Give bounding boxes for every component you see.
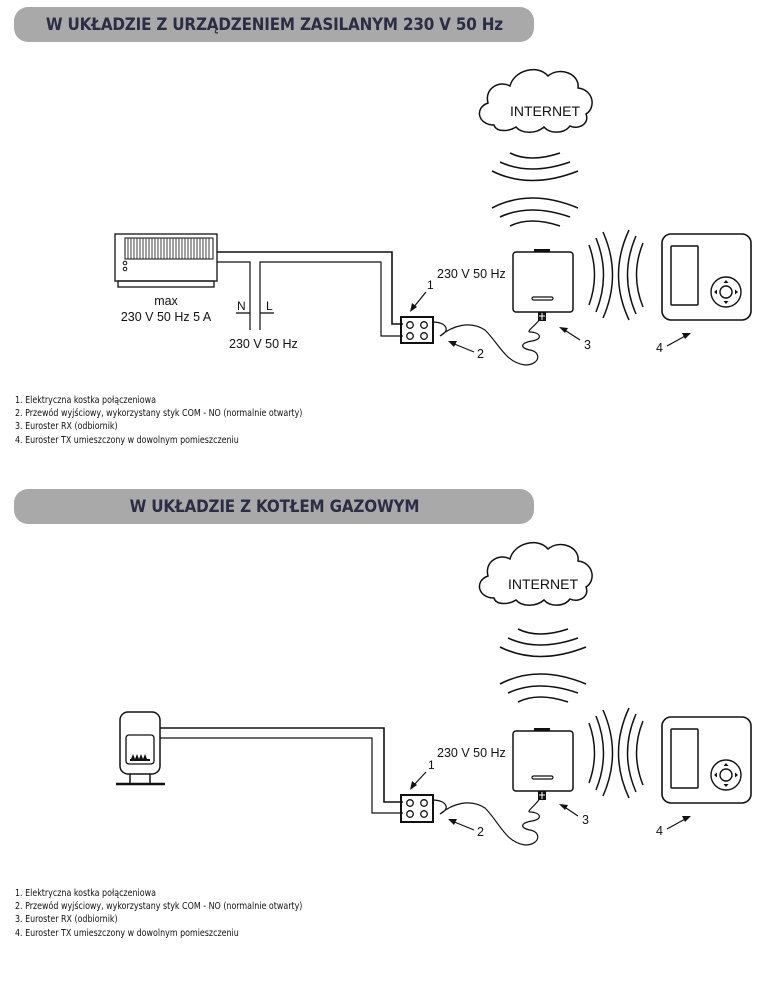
- output-cable: [432, 317, 541, 366]
- mains-voltage-label: 230 V 50 Hz: [229, 337, 298, 351]
- callout-4: 4: [656, 824, 663, 838]
- internet-cloud-icon: INTERNET: [478, 68, 593, 133]
- neutral-label: N: [237, 299, 246, 313]
- neutral-live-terminals: N L: [236, 299, 274, 314]
- junction-box-icon: [400, 794, 434, 823]
- legend-item: 2. Przewód wyjściowy, wykorzystany styk …: [15, 408, 303, 420]
- legend-item: 2. Przewód wyjściowy, wykorzystany styk …: [15, 901, 303, 913]
- internet-label: INTERNET: [508, 576, 578, 592]
- euroster-rx-receiver-icon: [512, 249, 574, 321]
- section-2-legend: 1. Elektryczna kostka połączeniowa 2. Pr…: [15, 887, 327, 940]
- device-rating-max: max: [154, 294, 178, 308]
- euroster-tx-thermostat-icon: [661, 233, 752, 321]
- wireless-waves-icon: [499, 628, 587, 703]
- internet-label: INTERNET: [510, 103, 580, 119]
- section-1-title: W UKŁADZIE Z URZĄDZENIEM ZASILANYM 230 V…: [45, 15, 503, 34]
- gas-boiler-icon: [116, 711, 165, 786]
- receiver-power-label: 230 V 50 Hz: [437, 267, 506, 281]
- section-1-banner: W UKŁADZIE Z URZĄDZENIEM ZASILANYM 230 V…: [14, 7, 534, 42]
- callout-2: 2: [477, 347, 484, 361]
- legend-item: 1. Elektryczna kostka połączeniowa: [15, 395, 156, 406]
- junction-box-icon: [400, 316, 434, 344]
- callout-1: 1: [427, 278, 434, 292]
- device-rating-value: 230 V 50 Hz 5 A: [121, 310, 212, 324]
- legend-item: 3. Euroster RX (odbiornik): [15, 421, 118, 433]
- euroster-rx-receiver-icon: [512, 728, 574, 800]
- callout-3: 3: [584, 338, 591, 352]
- section-1-diagram: INTERNET max 230 V 50 Hz 5 A N L 230 V 5…: [0, 0, 762, 390]
- section-2-diagram: INTERNET 1 230 V 50 Hz 2: [0, 490, 762, 880]
- output-cable: [432, 796, 541, 846]
- power-cable: [217, 251, 403, 337]
- section-1-legend: 1. Elektryczna kostka połączeniowa 2. Pr…: [15, 394, 327, 447]
- section-2-banner: W UKŁADZIE Z KOTŁEM GAZOWYM: [14, 489, 534, 524]
- callout-3: 3: [582, 813, 589, 827]
- legend-item: 3. Euroster RX (odbiornik): [15, 914, 118, 926]
- legend-item: 1. Elektryczna kostka połączeniowa: [15, 888, 156, 899]
- callout-1-arrow: [412, 291, 427, 309]
- tx-signal-waves-icon: [617, 707, 644, 799]
- callout-2: 2: [477, 825, 484, 839]
- rx-signal-waves-icon: [588, 709, 614, 797]
- legend-item: 4. Euroster TX umieszczony w dowolnym po…: [15, 434, 239, 446]
- internet-cloud-icon: INTERNET: [478, 541, 593, 606]
- wireless-waves-icon: [491, 152, 579, 227]
- live-label: L: [266, 299, 273, 313]
- callout-1: 1: [428, 758, 435, 772]
- power-cable: [160, 727, 403, 814]
- tx-signal-waves-icon: [617, 229, 644, 321]
- electric-heater-icon: [114, 233, 218, 288]
- section-2-title: W UKŁADZIE Z KOTŁEM GAZOWYM: [129, 497, 419, 516]
- rx-signal-waves-icon: [588, 231, 614, 319]
- callout-4: 4: [656, 341, 663, 355]
- legend-item: 4. Euroster TX umieszczony w dowolnym po…: [15, 927, 239, 939]
- euroster-tx-thermostat-icon: [661, 716, 752, 804]
- receiver-power-label: 230 V 50 Hz: [437, 746, 506, 760]
